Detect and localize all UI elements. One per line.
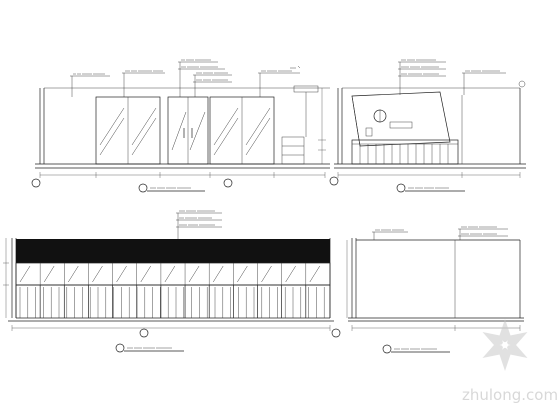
glass-reflection bbox=[164, 265, 176, 283]
elevation-b-leaders bbox=[398, 59, 526, 95]
elevation-d-leaders bbox=[372, 226, 508, 240]
elevation-c-leaders bbox=[176, 210, 222, 240]
grid-bubble bbox=[139, 328, 149, 338]
glass-reflection bbox=[116, 265, 127, 283]
elevation-c bbox=[3, 210, 341, 353]
elevation-a-leaders bbox=[70, 59, 301, 97]
glass-reflection bbox=[68, 265, 79, 283]
watermark: zhulong.com bbox=[462, 319, 558, 404]
view-title-bubble bbox=[115, 343, 125, 353]
grid-bubble bbox=[329, 176, 339, 186]
glass-reflection bbox=[92, 265, 103, 283]
glass-reflection bbox=[43, 265, 55, 283]
view-title-bubble bbox=[396, 183, 406, 193]
grid-bubble bbox=[331, 328, 341, 338]
elevation-b bbox=[329, 59, 526, 193]
glass-reflection bbox=[285, 265, 296, 283]
grid-bubble bbox=[223, 178, 233, 188]
glass-reflection bbox=[309, 265, 321, 283]
dark-soffit bbox=[16, 239, 330, 263]
watermark-logo-icon bbox=[482, 319, 528, 371]
glass-reflection bbox=[261, 265, 272, 283]
elevation-a bbox=[31, 59, 330, 193]
marker-symbol bbox=[518, 80, 526, 88]
clerestory-panels bbox=[15, 263, 321, 285]
glass-reflection bbox=[188, 265, 200, 283]
glass-reflection bbox=[212, 265, 224, 283]
glass-reflection bbox=[140, 265, 151, 283]
railing-balusters bbox=[15, 285, 331, 318]
view-title-bubble bbox=[138, 183, 148, 193]
glass-reflection bbox=[19, 265, 31, 283]
glass-reflection bbox=[237, 265, 248, 283]
watermark-text: zhulong.com bbox=[462, 386, 558, 404]
elevation-d bbox=[346, 226, 524, 354]
view-title-bubble bbox=[382, 344, 392, 354]
grid-bubble bbox=[31, 178, 41, 188]
